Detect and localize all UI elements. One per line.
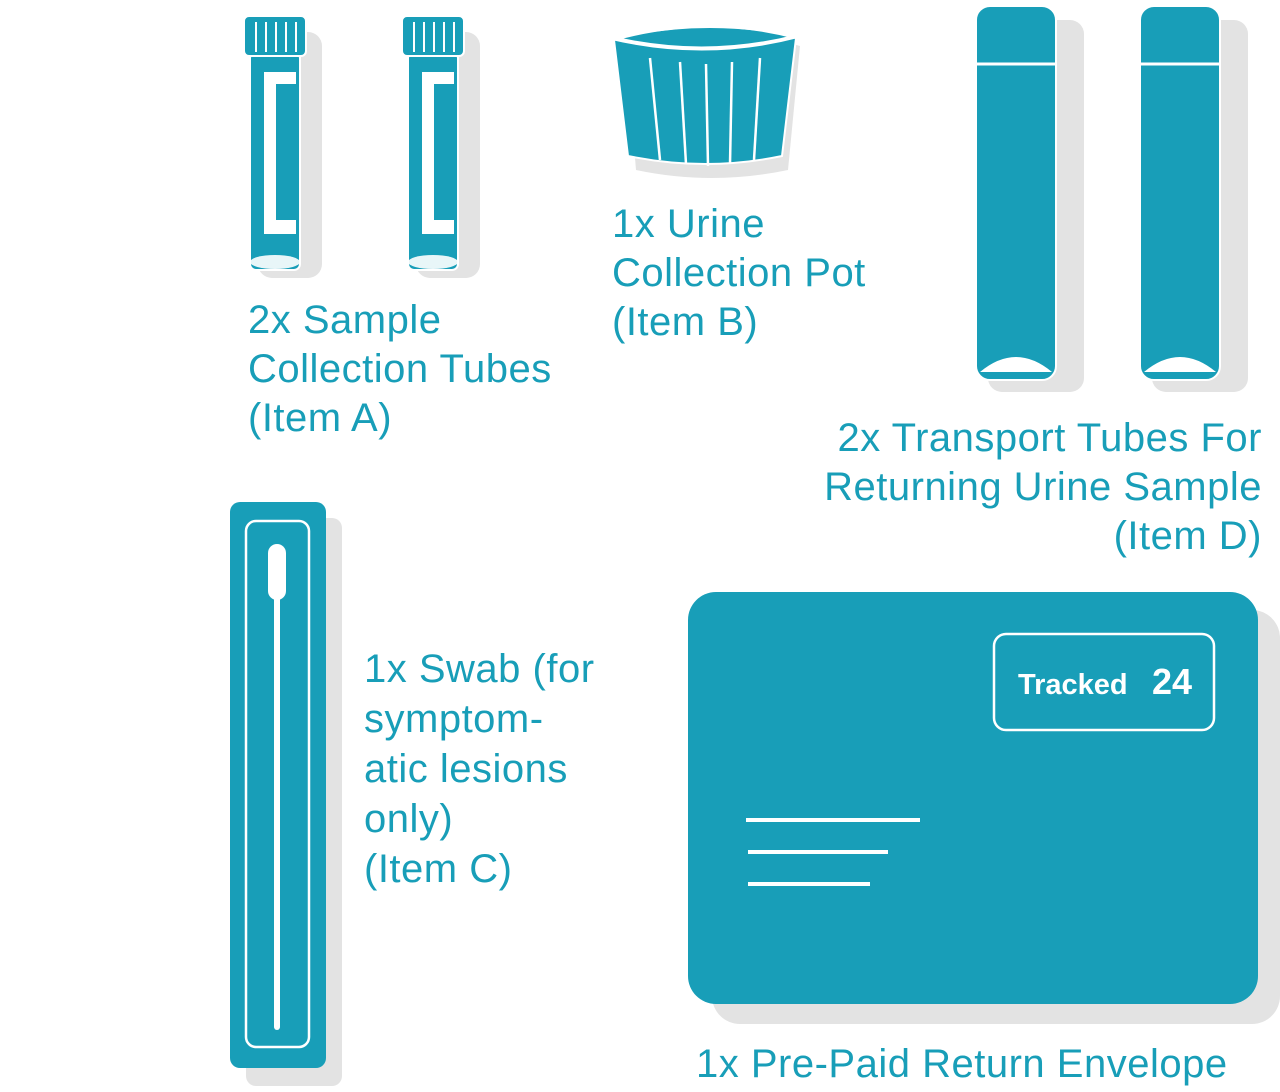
caption-line: Returning Urine Sample	[824, 465, 1262, 509]
sample-collection-tube-icon	[243, 15, 322, 278]
item-c-caption: 1x Swab (for symptom- atic lesions only)…	[364, 644, 595, 894]
caption-line: 1x Pre-Paid Return Envelope	[696, 1042, 1228, 1086]
urine-collection-pot-icon	[611, 25, 800, 179]
item-a-caption: 2x Sample Collection Tubes (Item A)	[248, 296, 552, 443]
caption-line: (Item D)	[1113, 514, 1262, 558]
caption-line: 2x Sample	[248, 298, 442, 342]
caption-line: (Item B)	[612, 300, 759, 344]
caption-line: 1x Urine	[612, 202, 765, 246]
caption-line: (Item A)	[248, 396, 393, 440]
address-lines	[746, 818, 920, 886]
item-d-caption: 2x Transport Tubes For Returning Urine S…	[824, 414, 1262, 561]
transport-tube-icon	[975, 5, 1084, 392]
caption-line: Collection Tubes	[248, 347, 552, 391]
caption-line: only)	[364, 797, 454, 841]
transport-tube-icon	[1139, 5, 1248, 392]
sample-collection-tube-icon	[401, 15, 480, 278]
caption-line: 1x Swab (for	[364, 647, 595, 691]
caption-line: Collection Pot	[612, 251, 866, 295]
envelope-caption: 1x Pre-Paid Return Envelope	[696, 1040, 1228, 1089]
swab-icon	[230, 502, 342, 1086]
caption-line: atic lesions	[364, 747, 568, 791]
caption-line: symptom-	[364, 697, 544, 741]
item-b-caption: 1x Urine Collection Pot (Item B)	[612, 200, 866, 347]
tracked-24-badge	[992, 632, 1216, 732]
envelope-icon: Tracked 24	[688, 592, 1280, 1024]
caption-line: 2x Transport Tubes For	[837, 416, 1262, 460]
caption-line: (Item C)	[364, 847, 513, 891]
tracked-badge-word: Tracked	[1018, 669, 1128, 701]
tracked-badge-number: 24	[1152, 661, 1192, 702]
